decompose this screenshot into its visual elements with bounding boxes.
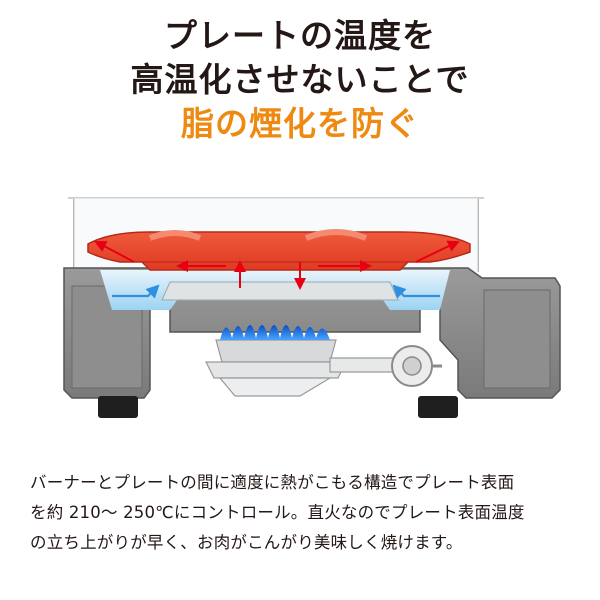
heat-chamber	[100, 270, 450, 310]
air-flow-arrows	[112, 284, 440, 299]
headline-line-3-accent: 脂の煙化を防ぐ	[181, 104, 419, 143]
description-line-3: の立ち上がりが早く、お肉がこんがり美味しく焼けます。	[30, 533, 463, 552]
burner-flame	[220, 325, 330, 340]
heat-flow-arrows	[94, 240, 460, 290]
grill-cross-section-diagram	[63, 197, 561, 418]
burner-assembly	[205, 339, 442, 397]
description-line-2: を約 210～ 250℃にコントロール。直火なのでプレート表面温度	[30, 503, 525, 522]
description-text: バーナーとプレートの間に適度に熱がこもる構造でプレート表面 を約 210～ 25…	[30, 468, 578, 558]
stove-feet	[98, 396, 458, 418]
description-line-1: バーナーとプレートの間に適度に熱がこもる構造でプレート表面	[30, 473, 515, 492]
headline-line-2: 高温化させないことで	[130, 60, 470, 99]
headline: プレートの温度を 高温化させないことで 脂の煙化を防ぐ	[0, 14, 600, 146]
headline-line-1: プレートの温度を	[164, 16, 436, 55]
